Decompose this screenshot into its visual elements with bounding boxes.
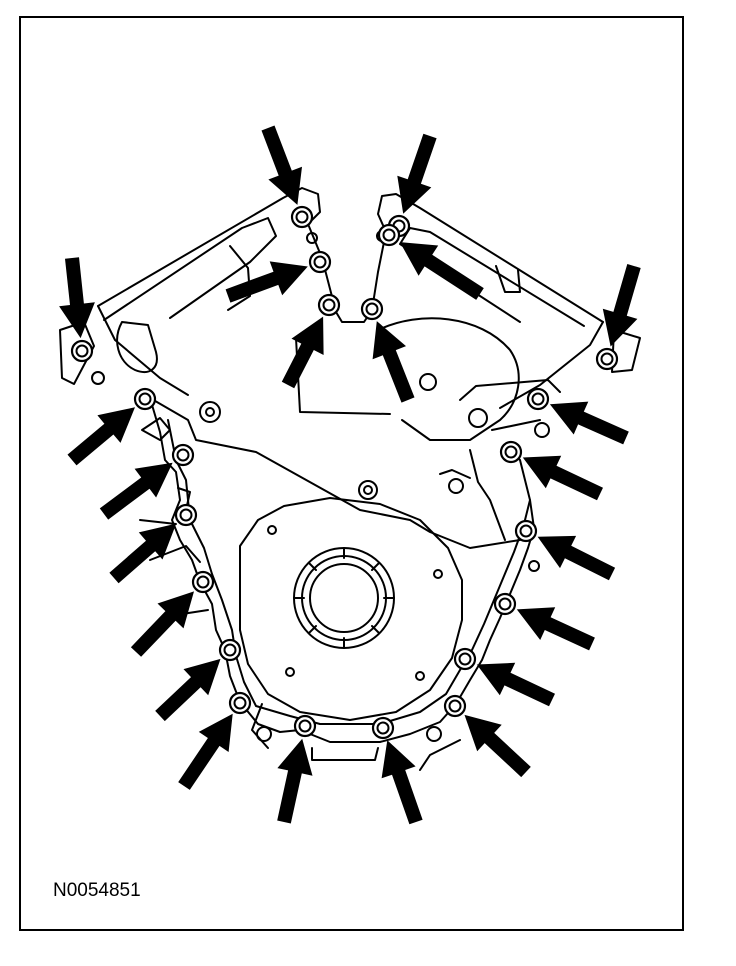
pointer-arrow xyxy=(397,133,437,214)
bolt-group xyxy=(70,205,619,740)
bolt-head xyxy=(233,696,247,710)
arrow-group xyxy=(59,125,641,825)
center-valley xyxy=(199,223,520,500)
pointer-arrow xyxy=(549,401,629,445)
bolt-head xyxy=(223,643,237,657)
pointer-arrow xyxy=(155,658,221,722)
bolt-head xyxy=(519,524,533,538)
pointer-arrow xyxy=(516,607,595,651)
front-cover-outline xyxy=(149,397,535,771)
bolt-head xyxy=(504,445,518,459)
pointer-arrow xyxy=(537,535,616,581)
bolt-head xyxy=(298,719,312,733)
pointer-arrow xyxy=(130,591,194,657)
left-cylinder-head xyxy=(59,187,321,396)
bolt-head xyxy=(382,228,396,242)
pointer-arrow xyxy=(522,455,603,501)
illustration-frame xyxy=(19,16,684,931)
pointer-arrow xyxy=(602,264,641,347)
bolt-head xyxy=(498,597,512,611)
bolt-head xyxy=(322,298,336,312)
pointer-arrow xyxy=(261,125,302,205)
pointer-arrow xyxy=(281,316,324,389)
bolt-head xyxy=(179,508,193,522)
figure-id-label: N0054851 xyxy=(53,880,141,901)
pointer-arrow xyxy=(109,523,177,584)
bolt-head xyxy=(365,302,379,316)
bolt-head xyxy=(313,255,327,269)
right-cylinder-head xyxy=(377,193,641,409)
pointer-arrow xyxy=(476,662,555,707)
pointer-arrow xyxy=(225,261,308,303)
pointer-arrow xyxy=(381,740,423,825)
pointer-arrow xyxy=(372,321,415,403)
pointer-arrow xyxy=(178,713,233,790)
crank-plate xyxy=(239,497,463,721)
bolt-head xyxy=(196,575,210,589)
pointer-arrow xyxy=(464,714,531,778)
pointer-arrow xyxy=(67,407,135,466)
bolt-head xyxy=(138,392,152,406)
bolt-head xyxy=(176,448,190,462)
pointer-arrow xyxy=(59,257,95,339)
bolt-head xyxy=(531,392,545,406)
pointer-arrow xyxy=(99,462,173,520)
pointer-arrow xyxy=(399,242,484,300)
bolt-head xyxy=(295,210,309,224)
bolt-head xyxy=(458,652,472,666)
bolt-head xyxy=(600,352,614,366)
bolt-head xyxy=(448,699,462,713)
bolt-head xyxy=(75,344,89,358)
right-bracket xyxy=(91,230,561,742)
bolt-head xyxy=(376,721,390,735)
pointer-arrow xyxy=(277,738,313,824)
